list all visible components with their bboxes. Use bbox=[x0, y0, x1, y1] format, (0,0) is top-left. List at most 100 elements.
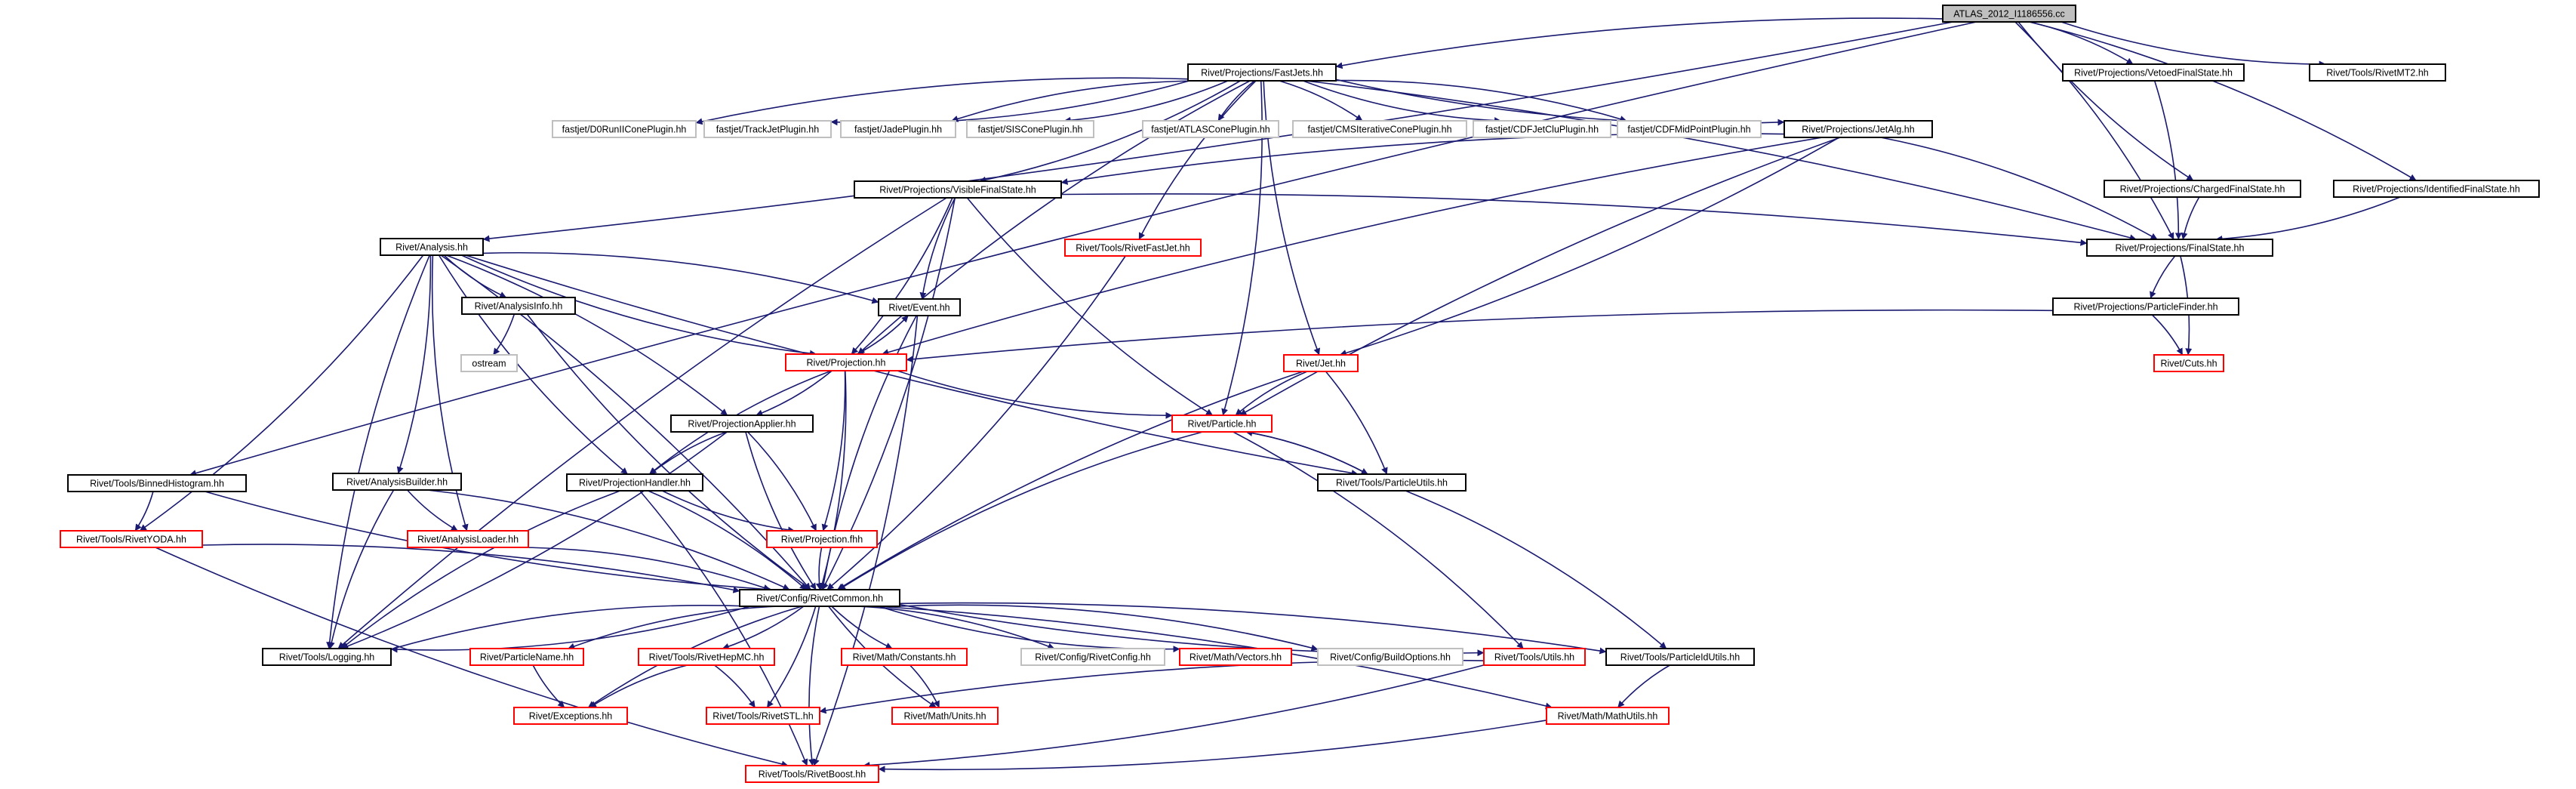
edge-fastjets-to-trackjet bbox=[830, 80, 1190, 126]
edge-rivethepmc-to-rivetstl bbox=[714, 664, 756, 708]
node-vetoed-box bbox=[2062, 63, 2245, 82]
edge-binnedhisto-to-rivetyoda bbox=[134, 491, 154, 532]
node-finalstate[interactable]: Rivet/Projections/FinalState.hh bbox=[2086, 239, 2273, 257]
node-rivetcommon[interactable]: Rivet/Config/RivetCommon.hh bbox=[739, 589, 900, 607]
edge-projection-to-rivetcommon bbox=[819, 370, 847, 590]
node-projection-box bbox=[785, 353, 907, 371]
node-particle-label: Rivet/Particle.hh bbox=[1187, 418, 1256, 429]
edge-visible-to-event bbox=[919, 197, 956, 300]
node-analysisloader-box bbox=[407, 530, 529, 548]
node-analysisloader[interactable]: Rivet/AnalysisLoader.hh bbox=[407, 530, 529, 548]
node-cdfmid: fastjet/CDFMidPointPlugin.hh bbox=[1617, 120, 1762, 138]
edge-root-to-mt2 bbox=[2060, 21, 2326, 68]
edge-fastjets-to-d0run bbox=[695, 77, 1189, 125]
node-particlename[interactable]: Rivet/ParticleName.hh bbox=[469, 648, 584, 666]
edge-root-to-charged bbox=[2017, 21, 2194, 181]
node-rivethepmc-label: Rivet/Tools/RivetHepMC.hh bbox=[649, 652, 765, 662]
node-fastjets[interactable]: Rivet/Projections/FastJets.hh bbox=[1187, 63, 1337, 82]
node-particleidutils[interactable]: Rivet/Tools/ParticleIdUtils.hh bbox=[1605, 648, 1755, 666]
node-projection-label: Rivet/Projection.hh bbox=[807, 357, 886, 368]
node-event-label: Rivet/Event.hh bbox=[888, 302, 949, 313]
node-cdfmid-label: fastjet/CDFMidPointPlugin.hh bbox=[1627, 124, 1750, 134]
edge-projapplier-to-logging bbox=[341, 431, 728, 650]
node-mathutils[interactable]: Rivet/Math/MathUtils.hh bbox=[1546, 707, 1670, 725]
node-particleutils[interactable]: Rivet/Tools/ParticleUtils.hh bbox=[1317, 473, 1467, 492]
node-mt2[interactable]: Rivet/Tools/RivetMT2.hh bbox=[2309, 63, 2446, 82]
node-binnedhisto[interactable]: Rivet/Tools/BinnedHistogram.hh bbox=[67, 474, 247, 492]
node-identified[interactable]: Rivet/Projections/IdentifiedFinalState.h… bbox=[2333, 180, 2540, 198]
node-constants[interactable]: Rivet/Math/Constants.hh bbox=[841, 648, 968, 666]
edge-analysis-to-logging bbox=[326, 254, 430, 649]
node-rivetstl[interactable]: Rivet/Tools/RivetSTL.hh bbox=[706, 707, 820, 725]
edge-rivetcommon-to-particlename bbox=[568, 606, 779, 650]
edge-projapplier-to-rivetcommon bbox=[745, 431, 817, 590]
edge-analysis-to-analysisbuilder bbox=[396, 254, 432, 474]
edge-analysisbuilder-to-analysisloader bbox=[407, 489, 458, 532]
node-rivetfastjet[interactable]: Rivet/Tools/RivetFastJet.hh bbox=[1064, 239, 1202, 257]
node-rivethepmc[interactable]: Rivet/Tools/RivetHepMC.hh bbox=[638, 648, 775, 666]
node-projfhh[interactable]: Rivet/Projection.fhh bbox=[766, 530, 878, 548]
edge-projhandler-to-rivetcommon bbox=[648, 490, 807, 590]
edge-rivetcommon-to-utils bbox=[899, 603, 1485, 657]
edge-logging-to-rivetcommon bbox=[390, 603, 751, 650]
edge-projhandler-to-logging bbox=[340, 490, 620, 649]
node-d0run-label: fastjet/D0RunIIConePlugin.hh bbox=[562, 124, 687, 134]
node-vectors[interactable]: Rivet/Math/Vectors.hh bbox=[1179, 648, 1292, 666]
node-vetoed[interactable]: Rivet/Projections/VetoedFinalState.hh bbox=[2062, 63, 2245, 82]
node-utils[interactable]: Rivet/Tools/Utils.hh bbox=[1483, 648, 1586, 666]
node-buildoptions-box bbox=[1317, 648, 1463, 666]
node-cdfjetclu: fastjet/CDFJetCluPlugin.hh bbox=[1473, 120, 1611, 138]
node-rivetyoda-label: Rivet/Tools/RivetYODA.hh bbox=[76, 534, 186, 544]
node-charged[interactable]: Rivet/Projections/ChargedFinalState.hh bbox=[2104, 180, 2301, 198]
edge-projhandler-to-projfhh bbox=[662, 490, 796, 534]
node-rivetfastjet-box bbox=[1064, 239, 1202, 257]
node-analysisinfo-label: Rivet/AnalysisInfo.hh bbox=[475, 300, 563, 311]
node-jetalg[interactable]: Rivet/Projections/JetAlg.hh bbox=[1784, 120, 1933, 138]
node-rivetconfig: Rivet/Config/RivetConfig.hh bbox=[1020, 648, 1165, 666]
node-vetoed-label: Rivet/Projections/VetoedFinalState.hh bbox=[2074, 67, 2233, 78]
edge-binnedhisto-to-rivetcommon bbox=[205, 491, 772, 593]
edge-mathutils-to-rivetboost bbox=[878, 720, 1547, 773]
node-fastjets-box bbox=[1187, 63, 1337, 82]
node-event[interactable]: Rivet/Event.hh bbox=[878, 298, 961, 316]
edge-projfhh-to-rivetcommon bbox=[815, 547, 823, 590]
edge-rivetcommon-to-buildoptions bbox=[899, 604, 1319, 652]
node-analysis[interactable]: Rivet/Analysis.hh bbox=[380, 238, 484, 256]
node-rivetyoda[interactable]: Rivet/Tools/RivetYODA.hh bbox=[60, 530, 203, 548]
node-analysis-label: Rivet/Analysis.hh bbox=[395, 242, 468, 252]
node-projapplier-box bbox=[670, 415, 814, 433]
node-cmscone: fastjet/CMSIterativeConePlugin.hh bbox=[1292, 120, 1467, 138]
edge-projhandler-to-rivetboost bbox=[639, 490, 808, 766]
node-vectors-box bbox=[1179, 648, 1292, 666]
node-siscone: fastjet/SISConePlugin.hh bbox=[966, 120, 1094, 138]
node-trackjet-label: fastjet/TrackJetPlugin.hh bbox=[716, 124, 819, 134]
edge-analysis-to-projhandler bbox=[438, 254, 629, 475]
node-root[interactable]: ATLAS_2012_I1186556.cc bbox=[1942, 5, 2076, 23]
node-rivethepmc-box bbox=[638, 648, 775, 666]
node-visible[interactable]: Rivet/Projections/VisibleFinalState.hh bbox=[854, 180, 1062, 199]
node-logging[interactable]: Rivet/Tools/Logging.hh bbox=[262, 648, 392, 666]
node-binnedhisto-box bbox=[67, 474, 247, 492]
node-projapplier[interactable]: Rivet/ProjectionApplier.hh bbox=[670, 415, 814, 433]
node-cuts[interactable]: Rivet/Cuts.hh bbox=[2153, 354, 2224, 372]
node-particleutils-box bbox=[1317, 473, 1467, 492]
node-jet[interactable]: Rivet/Jet.hh bbox=[1283, 354, 1359, 372]
node-analysisinfo[interactable]: Rivet/AnalysisInfo.hh bbox=[461, 297, 576, 315]
node-projhandler[interactable]: Rivet/ProjectionHandler.hh bbox=[566, 473, 703, 492]
edge-root-to-binnedhisto bbox=[189, 21, 1977, 476]
node-analysisbuilder[interactable]: Rivet/AnalysisBuilder.hh bbox=[332, 473, 462, 491]
node-analysisbuilder-label: Rivet/AnalysisBuilder.hh bbox=[346, 476, 448, 487]
edge-particle-to-rivetcommon bbox=[838, 431, 1203, 590]
node-units[interactable]: Rivet/Math/Units.hh bbox=[891, 707, 999, 725]
node-exceptions[interactable]: Rivet/Exceptions.hh bbox=[513, 707, 628, 725]
node-trackjet: fastjet/TrackJetPlugin.hh bbox=[703, 120, 832, 138]
node-projection[interactable]: Rivet/Projection.hh bbox=[785, 353, 907, 371]
edge-analysis-to-analysisloader bbox=[431, 254, 469, 532]
node-trackjet-box bbox=[703, 120, 832, 138]
edge-jet-to-particleutils bbox=[1325, 371, 1388, 475]
node-rivetboost[interactable]: Rivet/Tools/RivetBoost.hh bbox=[745, 765, 879, 783]
node-particle[interactable]: Rivet/Particle.hh bbox=[1171, 415, 1273, 433]
node-jet-label: Rivet/Jet.hh bbox=[1296, 358, 1346, 368]
edge-jetalg-to-jet bbox=[1339, 137, 1840, 356]
node-particlefinder[interactable]: Rivet/Projections/ParticleFinder.hh bbox=[2052, 297, 2239, 316]
